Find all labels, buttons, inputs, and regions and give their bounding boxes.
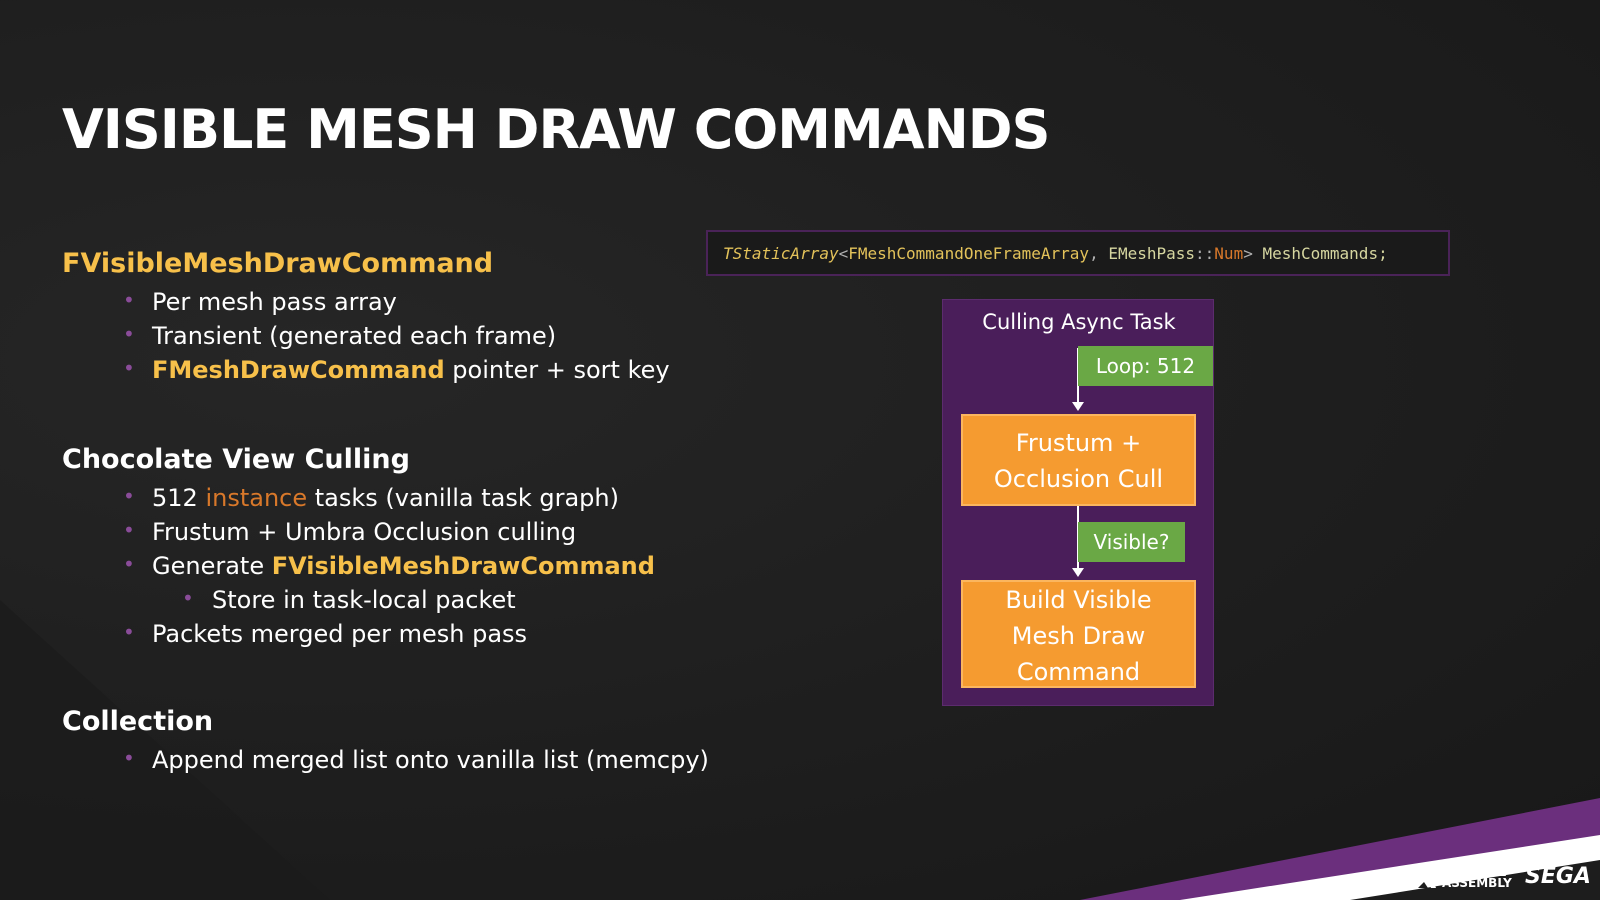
- bullet-dot-icon: •: [123, 288, 135, 312]
- build-visible-mesh-draw-command-box: Build Visible Mesh Draw Command: [961, 580, 1196, 688]
- code-snippet: TStaticArray<FMeshCommandOneFrameArray, …: [706, 230, 1450, 276]
- culling-task-diagram: Culling Async Task Loop: 512 Frustum + O…: [942, 299, 1214, 706]
- creative-assembly-icon: [1416, 868, 1436, 888]
- bullet-dot-icon: •: [123, 356, 135, 380]
- bullet-fmeshdrawcommand: • FMeshDrawCommand pointer + sort key: [123, 356, 670, 384]
- arrow-down-icon: [1072, 568, 1084, 577]
- bullet-append-merged: • Append merged list onto vanilla list (…: [123, 746, 709, 774]
- section-heading-fvisiblemeshdrawcommand: FVisibleMeshDrawCommand: [62, 248, 494, 279]
- bullet-store-task-local: • Store in task-local packet: [182, 586, 516, 614]
- frustum-occlusion-cull-box: Frustum + Occlusion Cull: [961, 414, 1196, 506]
- sega-logo: SEGA: [1525, 864, 1591, 889]
- bullet-dot-icon: •: [123, 322, 135, 346]
- slide-title: VISIBLE MESH DRAW COMMANDS: [62, 98, 1050, 161]
- bullet-dot-icon: •: [123, 552, 135, 576]
- bullet-packets-merged: • Packets merged per mesh pass: [123, 620, 528, 648]
- loop-tag: Loop: 512: [1078, 346, 1213, 386]
- diagram-title: Culling Async Task: [982, 310, 1176, 334]
- arrow-down-icon: [1072, 402, 1084, 411]
- bullet-dot-icon: •: [123, 746, 135, 770]
- visible-tag: Visible?: [1078, 522, 1185, 562]
- bullet-dot-icon: •: [123, 518, 135, 542]
- bullet-dot-icon: •: [182, 586, 194, 610]
- bullet-dot-icon: •: [123, 620, 135, 644]
- bullet-per-mesh-pass: • Per mesh pass array: [123, 288, 397, 316]
- bullet-frustum-umbra: • Frustum + Umbra Occlusion culling: [123, 518, 577, 546]
- bullet-512-instance-tasks: • 512 instance tasks (vanilla task graph…: [123, 484, 619, 512]
- bullet-dot-icon: •: [123, 484, 135, 508]
- bullet-transient: • Transient (generated each frame): [123, 322, 557, 350]
- section-heading-chocolate-view-culling: Chocolate View Culling: [62, 444, 410, 475]
- bullet-generate: • Generate FVisibleMeshDrawCommand: [123, 552, 655, 580]
- section-heading-collection: Collection: [62, 706, 214, 737]
